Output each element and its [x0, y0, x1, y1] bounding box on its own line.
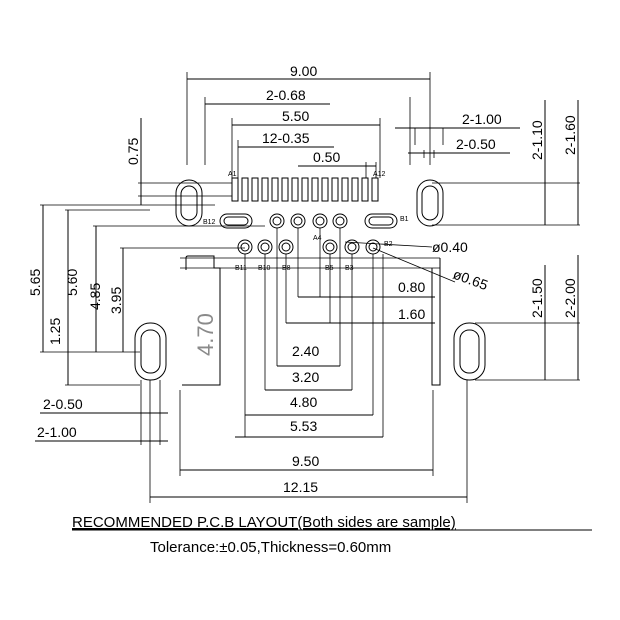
dim-0-75: 0.75 [125, 138, 141, 165]
slot-inner [459, 329, 480, 374]
slot-bottom-left [134, 322, 167, 381]
pin-label-b11: B11 [235, 265, 247, 272]
dim-3-95: 3.95 [108, 287, 124, 314]
dim-4-85: 4.85 [87, 283, 103, 310]
dim-3-20: 3.20 [292, 369, 319, 385]
round-pad-hole [293, 216, 303, 226]
dim-0-50: 0.50 [313, 149, 340, 165]
dim-12-15: 12.15 [283, 479, 318, 495]
dim-9-50: 9.50 [292, 453, 319, 469]
caption: RECOMMENDED P.C.B LAYOUT(Both sides are … [72, 514, 592, 556]
pad [291, 177, 299, 202]
round-pad-hole [281, 242, 291, 252]
dim-0-80: 0.80 [398, 279, 425, 295]
dim-2-0-50: 2-0.50 [456, 136, 496, 152]
dim-2-1-60: 2-1.60 [562, 115, 578, 155]
slot-inner [180, 185, 198, 221]
pad [311, 177, 319, 202]
right-dimensions: 2-1.00 2-0.50 2-1.10 2-1.60 2-1.50 2-2.0… [395, 100, 580, 381]
tolerance-note: Tolerance:±0.05,Thickness=0.60mm [150, 539, 391, 556]
slot-top-right [416, 179, 444, 227]
pill-pad-b1 [364, 213, 398, 229]
dim-2-40: 2.40 [292, 343, 319, 359]
slot-bottom-right [453, 322, 486, 381]
round-pad-hole [368, 242, 378, 252]
dim-1-25: 1.25 [47, 318, 63, 345]
round-pad [322, 239, 338, 255]
pad [271, 177, 279, 202]
pin-label-b12: B12 [203, 219, 216, 226]
dim-5-60: 5.60 [64, 269, 80, 296]
pin-label-a4: A4 [313, 235, 322, 242]
layout-title: RECOMMENDED P.C.B LAYOUT(Both sides are … [72, 514, 456, 531]
pad [361, 177, 369, 202]
dim-5-65: 5.65 [27, 269, 43, 296]
round-pad [332, 213, 348, 229]
pad [341, 177, 349, 202]
dim-1-60: 1.60 [398, 306, 425, 322]
pill-pads: B12 B1 [203, 213, 409, 229]
round-pad [269, 213, 285, 229]
dim-2-2-00: 2-2.00 [562, 278, 578, 318]
round-pad [237, 239, 253, 255]
round-pads: B11 B10 B8 B5 B3 B2 A4 [235, 213, 393, 272]
slot-inner [140, 329, 161, 374]
dim-5-50: 5.50 [282, 108, 309, 124]
dim-phi-0-40: ø0.40 [432, 239, 468, 255]
dim-5-53: 5.53 [290, 418, 317, 434]
round-pad [290, 213, 306, 229]
dim-left-2-1-00: 2-1.00 [37, 424, 77, 440]
pad [241, 177, 249, 202]
pad [351, 177, 359, 202]
center-dimensions: 0.80 1.60 2.40 3.20 4.80 5.53 [235, 228, 435, 438]
pad [321, 177, 329, 202]
round-pad [257, 239, 273, 255]
pin-label-b5: B5 [325, 265, 334, 272]
connector-outline: 4.70 [180, 255, 441, 386]
pad [331, 177, 339, 202]
slot-top-left [175, 179, 203, 227]
pad-a1 [231, 177, 239, 202]
round-pad-hole [325, 242, 335, 252]
dim-phi-0-65: ø0.65 [451, 266, 490, 293]
dim-9-00: 9.00 [290, 63, 317, 79]
pad-a12 [371, 177, 379, 202]
shield-slots [134, 179, 486, 381]
round-pad-hole [335, 216, 345, 226]
dim-12-0-35: 12-0.35 [262, 130, 310, 146]
dim-2-1-50: 2-1.50 [529, 278, 545, 318]
dim-2-0-68: 2-0.68 [266, 87, 306, 103]
round-pad [312, 213, 328, 229]
slot-inner [421, 185, 439, 221]
pin-label-a1: A1 [228, 171, 237, 178]
round-pad-hole [347, 242, 357, 252]
signal-pads: A1 A12 [228, 171, 386, 202]
pad [301, 177, 309, 202]
dim-left-2-0-50: 2-0.50 [43, 396, 83, 412]
pad [261, 177, 269, 202]
pad [281, 177, 289, 202]
pin-label-b3: B3 [345, 265, 354, 272]
pill-inner [223, 216, 249, 226]
top-dimensions: 9.00 2-0.68 5.50 12-0.35 0.50 [186, 63, 431, 178]
pill-inner [368, 216, 394, 226]
round-pad-hole [315, 216, 325, 226]
dim-4-70: 4.70 [193, 313, 218, 356]
round-pad-hole [240, 242, 250, 252]
left-dimensions: 0.75 5.65 5.60 4.85 3.95 1.25 [27, 118, 265, 386]
dim-2-1-00: 2-1.00 [462, 111, 502, 127]
round-pad [278, 239, 294, 255]
round-pad-hole [272, 216, 282, 226]
pad [251, 177, 259, 202]
bottom-dimensions: 9.50 12.15 2-0.50 2-1.00 [35, 380, 468, 503]
pin-label-b1: B1 [400, 216, 409, 223]
round-pad-hole [260, 242, 270, 252]
round-pad [365, 239, 381, 255]
pin-label-b10: B10 [258, 265, 271, 272]
pin-label-a12: A12 [373, 171, 386, 178]
dim-4-80: 4.80 [290, 394, 317, 410]
pill-pad-b12 [219, 213, 253, 229]
dim-2-1-10: 2-1.10 [529, 120, 545, 160]
